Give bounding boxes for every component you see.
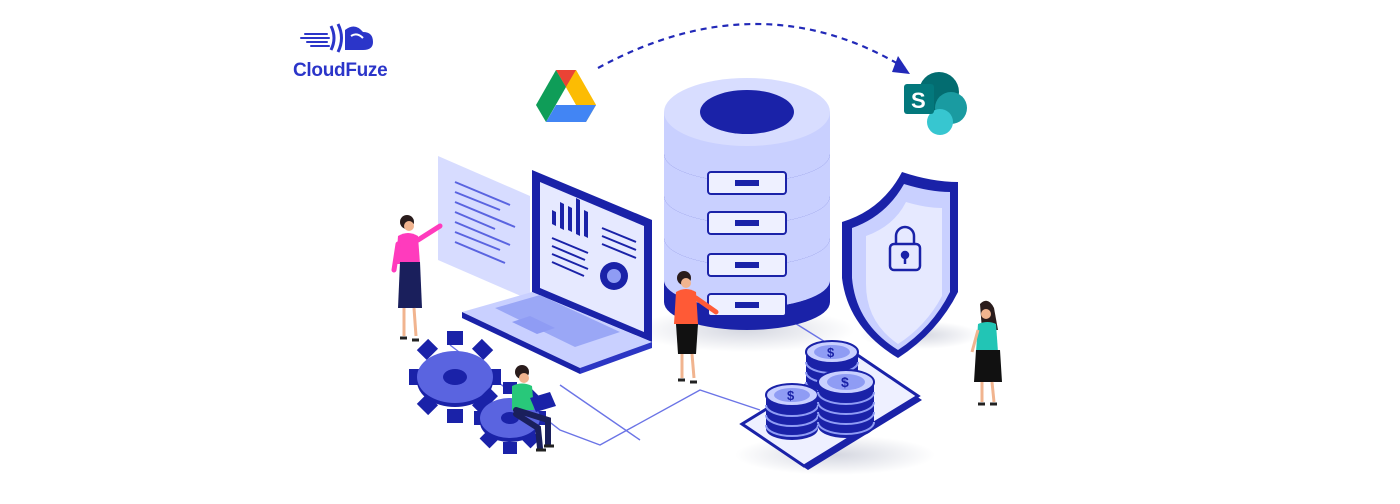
lock-icon — [888, 225, 922, 272]
person-orange-shirt — [674, 271, 719, 384]
database-icon — [664, 78, 830, 330]
svg-text:$: $ — [841, 374, 849, 390]
person-green-shirt — [512, 365, 556, 452]
gear-icon — [409, 331, 546, 454]
svg-text:$: $ — [827, 345, 835, 360]
person-teal-shirt — [970, 300, 1002, 406]
cloudfuze-logo: CloudFuze — [293, 20, 403, 84]
migration-arrow — [597, 23, 906, 69]
cloudfuze-logo-mark — [300, 23, 373, 53]
sharepoint-icon: S — [904, 72, 967, 135]
svg-text:$: $ — [787, 388, 795, 403]
google-drive-icon — [536, 70, 596, 122]
svg-text:S: S — [911, 88, 926, 113]
shield-icon — [842, 172, 958, 358]
arrow-head-icon — [892, 56, 910, 74]
laptop-icon — [438, 156, 652, 374]
brand-name: CloudFuze — [293, 60, 388, 81]
person-pink-shirt — [391, 215, 443, 342]
dollar-coin-icon: $ $ $ — [765, 340, 875, 440]
